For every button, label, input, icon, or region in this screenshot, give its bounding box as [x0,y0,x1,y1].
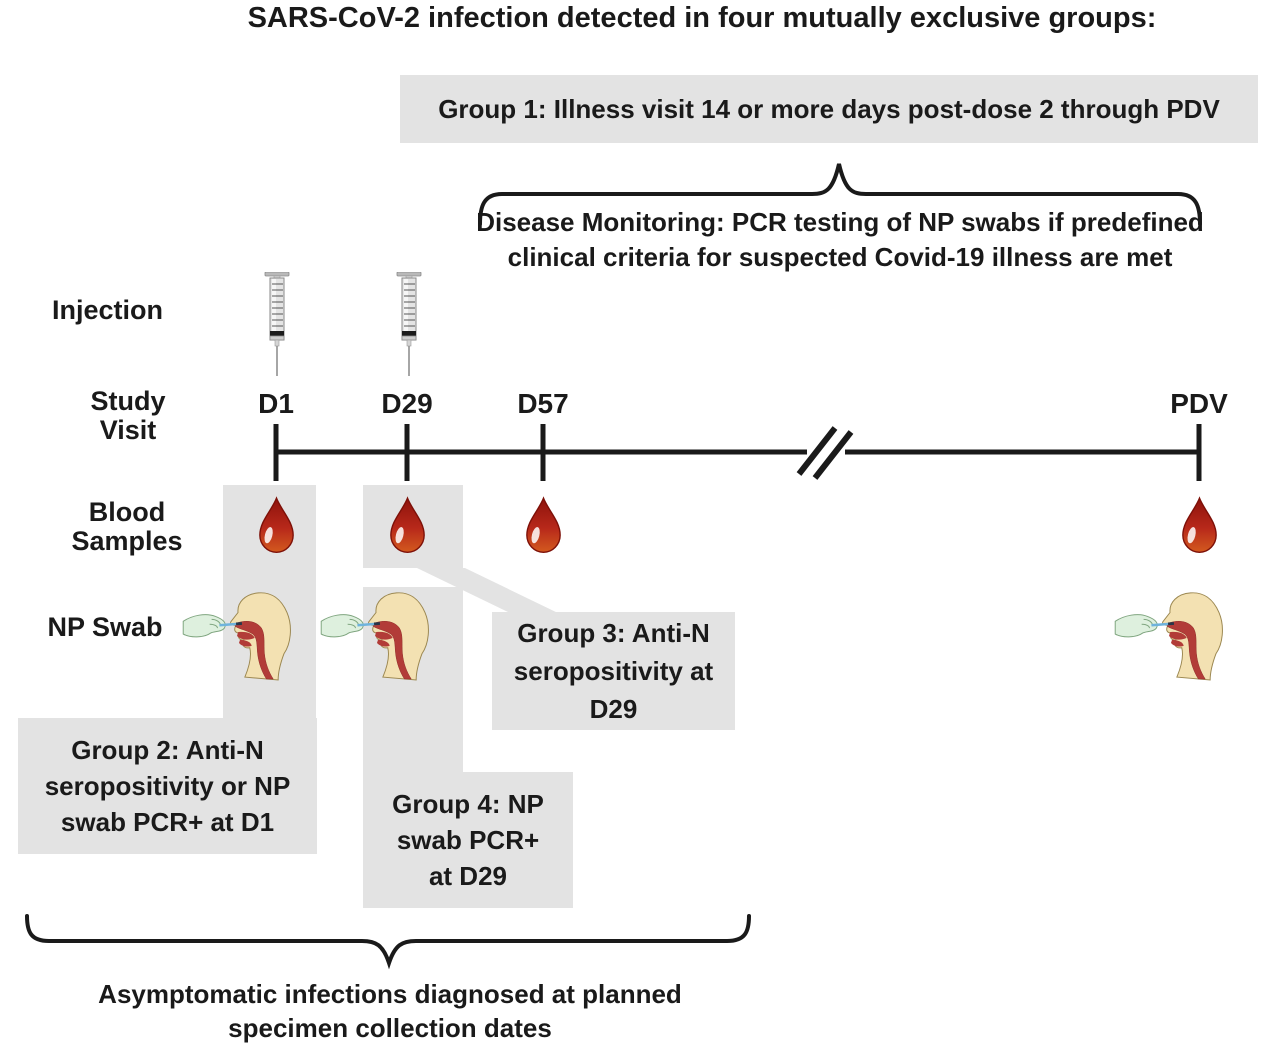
axis-break-icon [796,426,854,480]
group3-line3: D29 [589,694,638,724]
group4-line2: swab PCR+ [396,825,540,855]
figure-title: SARS-CoV-2 infection detected in four mu… [247,2,1157,34]
group2-line2: seropositivity or NP [44,771,291,801]
group4-box: Group 4: NP swab PCR+ at D29 [363,772,573,908]
group3-line2: seropositivity at [513,656,714,686]
study-visit-line1: Study [90,386,166,416]
blood-drop-icon-d1 [258,496,295,554]
bottom-curly-brace [25,914,751,970]
group3-line1: Group 3: Anti-N [517,618,710,648]
blood-drop-icon-d57 [525,496,562,554]
disease-monitoring-line2: clinical criteria for suspected Covid-19… [507,242,1173,272]
asymptomatic-note: Asymptomatic infections diagnosed at pla… [90,977,690,1045]
row-label-study-visit: Study Visit [68,387,188,445]
row-label-blood-samples: Blood Samples [47,498,207,556]
group2-box: Group 2: Anti-N seropositivity or NP swa… [18,718,317,854]
group2-line1: Group 2: Anti-N [71,735,264,765]
group1-box: Group 1: Illness visit 14 or more days p… [400,75,1258,143]
np-swab-icon-d1 [180,589,298,681]
blood-samples-line1: Blood [88,497,166,527]
syringe-icon-d1 [262,272,292,378]
disease-monitoring-note: Disease Monitoring: PCR testing of NP sw… [440,205,1240,275]
visit-label-d1: D1 [258,388,294,419]
np-swab-icon-pdv [1112,589,1230,681]
syringe-icon-d29 [394,272,424,378]
disease-monitoring-line1: Disease Monitoring: PCR testing of NP sw… [476,207,1204,237]
row-label-np-swab: NP Swab [47,612,163,642]
study-visit-line2: Visit [99,415,157,445]
row-label-injection: Injection [51,295,163,325]
group4-line3: at D29 [428,861,508,891]
blood-drop-icon-pdv [1181,496,1218,554]
timeline-axis [273,424,1202,481]
asymptomatic-note-line1: Asymptomatic infections diagnosed at pla… [98,979,682,1009]
asymptomatic-note-line2: specimen collection dates [228,1013,552,1043]
np-swab-icon-d29 [318,589,436,681]
visit-label-d57: D57 [517,388,569,419]
blood-samples-line2: Samples [71,526,183,556]
group1-label: Group 1: Illness visit 14 or more days p… [438,93,1220,124]
group3-box: Group 3: Anti-N seropositivity at D29 [492,612,735,730]
blood-drop-icon-d29 [389,496,426,554]
visit-label-d29: D29 [381,388,433,419]
visit-label-pdv: PDV [1170,388,1228,419]
group2-line3: swab PCR+ at D1 [60,807,275,837]
group4-line1: Group 4: NP [392,789,544,819]
